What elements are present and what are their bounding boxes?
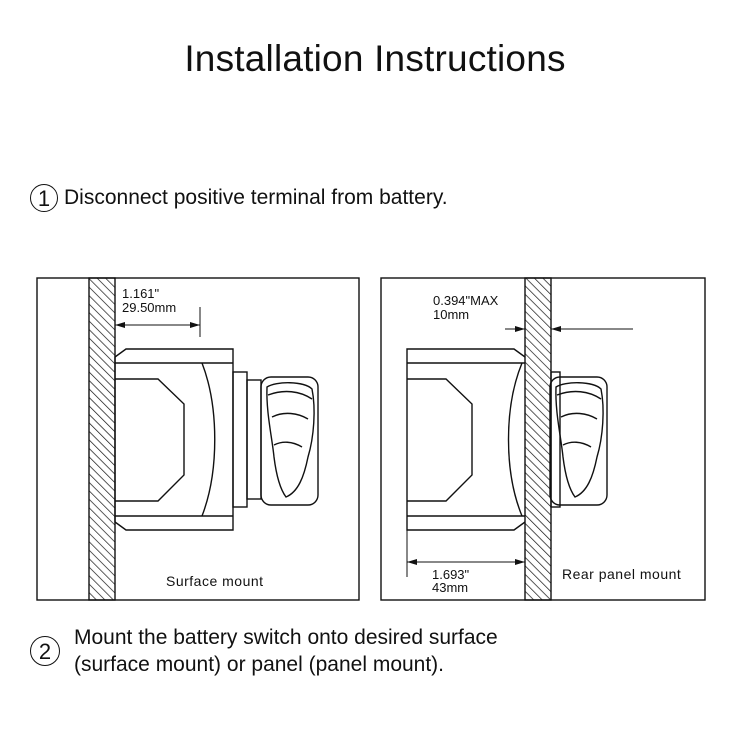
surface-dimension-mm: 29.50mm — [122, 300, 176, 315]
mounting-panel-wall — [524, 277, 552, 601]
rear-top-dimension-mm: 10mm — [433, 307, 469, 322]
rear-panel-mount-caption: Rear panel mount — [562, 566, 681, 582]
step-2-line-2: (surface mount) or panel (panel mount). — [74, 653, 445, 676]
rear-bottom-dimension-mm: 43mm — [432, 580, 468, 595]
rear-top-dimension-inches: 0.394"MAX — [433, 293, 499, 308]
surface-mount-diagram: 1.161" 29.50mm Surface mount — [36, 277, 360, 601]
step-2: 2 Mount the battery switch onto desired … — [30, 624, 498, 678]
page-title: Installation Instructions — [184, 38, 566, 79]
rotary-knob — [260, 376, 319, 506]
step-number-1: 1 — [30, 184, 58, 212]
step-2-line-1: Mount the battery switch onto desired su… — [74, 626, 498, 649]
step-1-text: Disconnect positive terminal from batter… — [64, 186, 448, 209]
step-number-2: 2 — [30, 636, 60, 666]
surface-dimension-inches: 1.161" — [122, 286, 160, 301]
diagram-frame — [36, 277, 360, 601]
rotary-knob — [549, 376, 608, 506]
step-2-text: Mount the battery switch onto desired su… — [74, 624, 498, 678]
step-1: 1 Disconnect positive terminal from batt… — [30, 184, 448, 212]
battery-switch-body — [406, 348, 561, 531]
rear-panel-mount-diagram: 0.394"MAX 10mm 1.693" 43mm Rear panel mo… — [380, 277, 706, 601]
battery-switch-body — [114, 348, 262, 531]
rear-bottom-dimension-inches: 1.693" — [432, 567, 470, 582]
mounting-surface-wall — [88, 277, 116, 601]
surface-mount-caption: Surface mount — [166, 573, 264, 589]
